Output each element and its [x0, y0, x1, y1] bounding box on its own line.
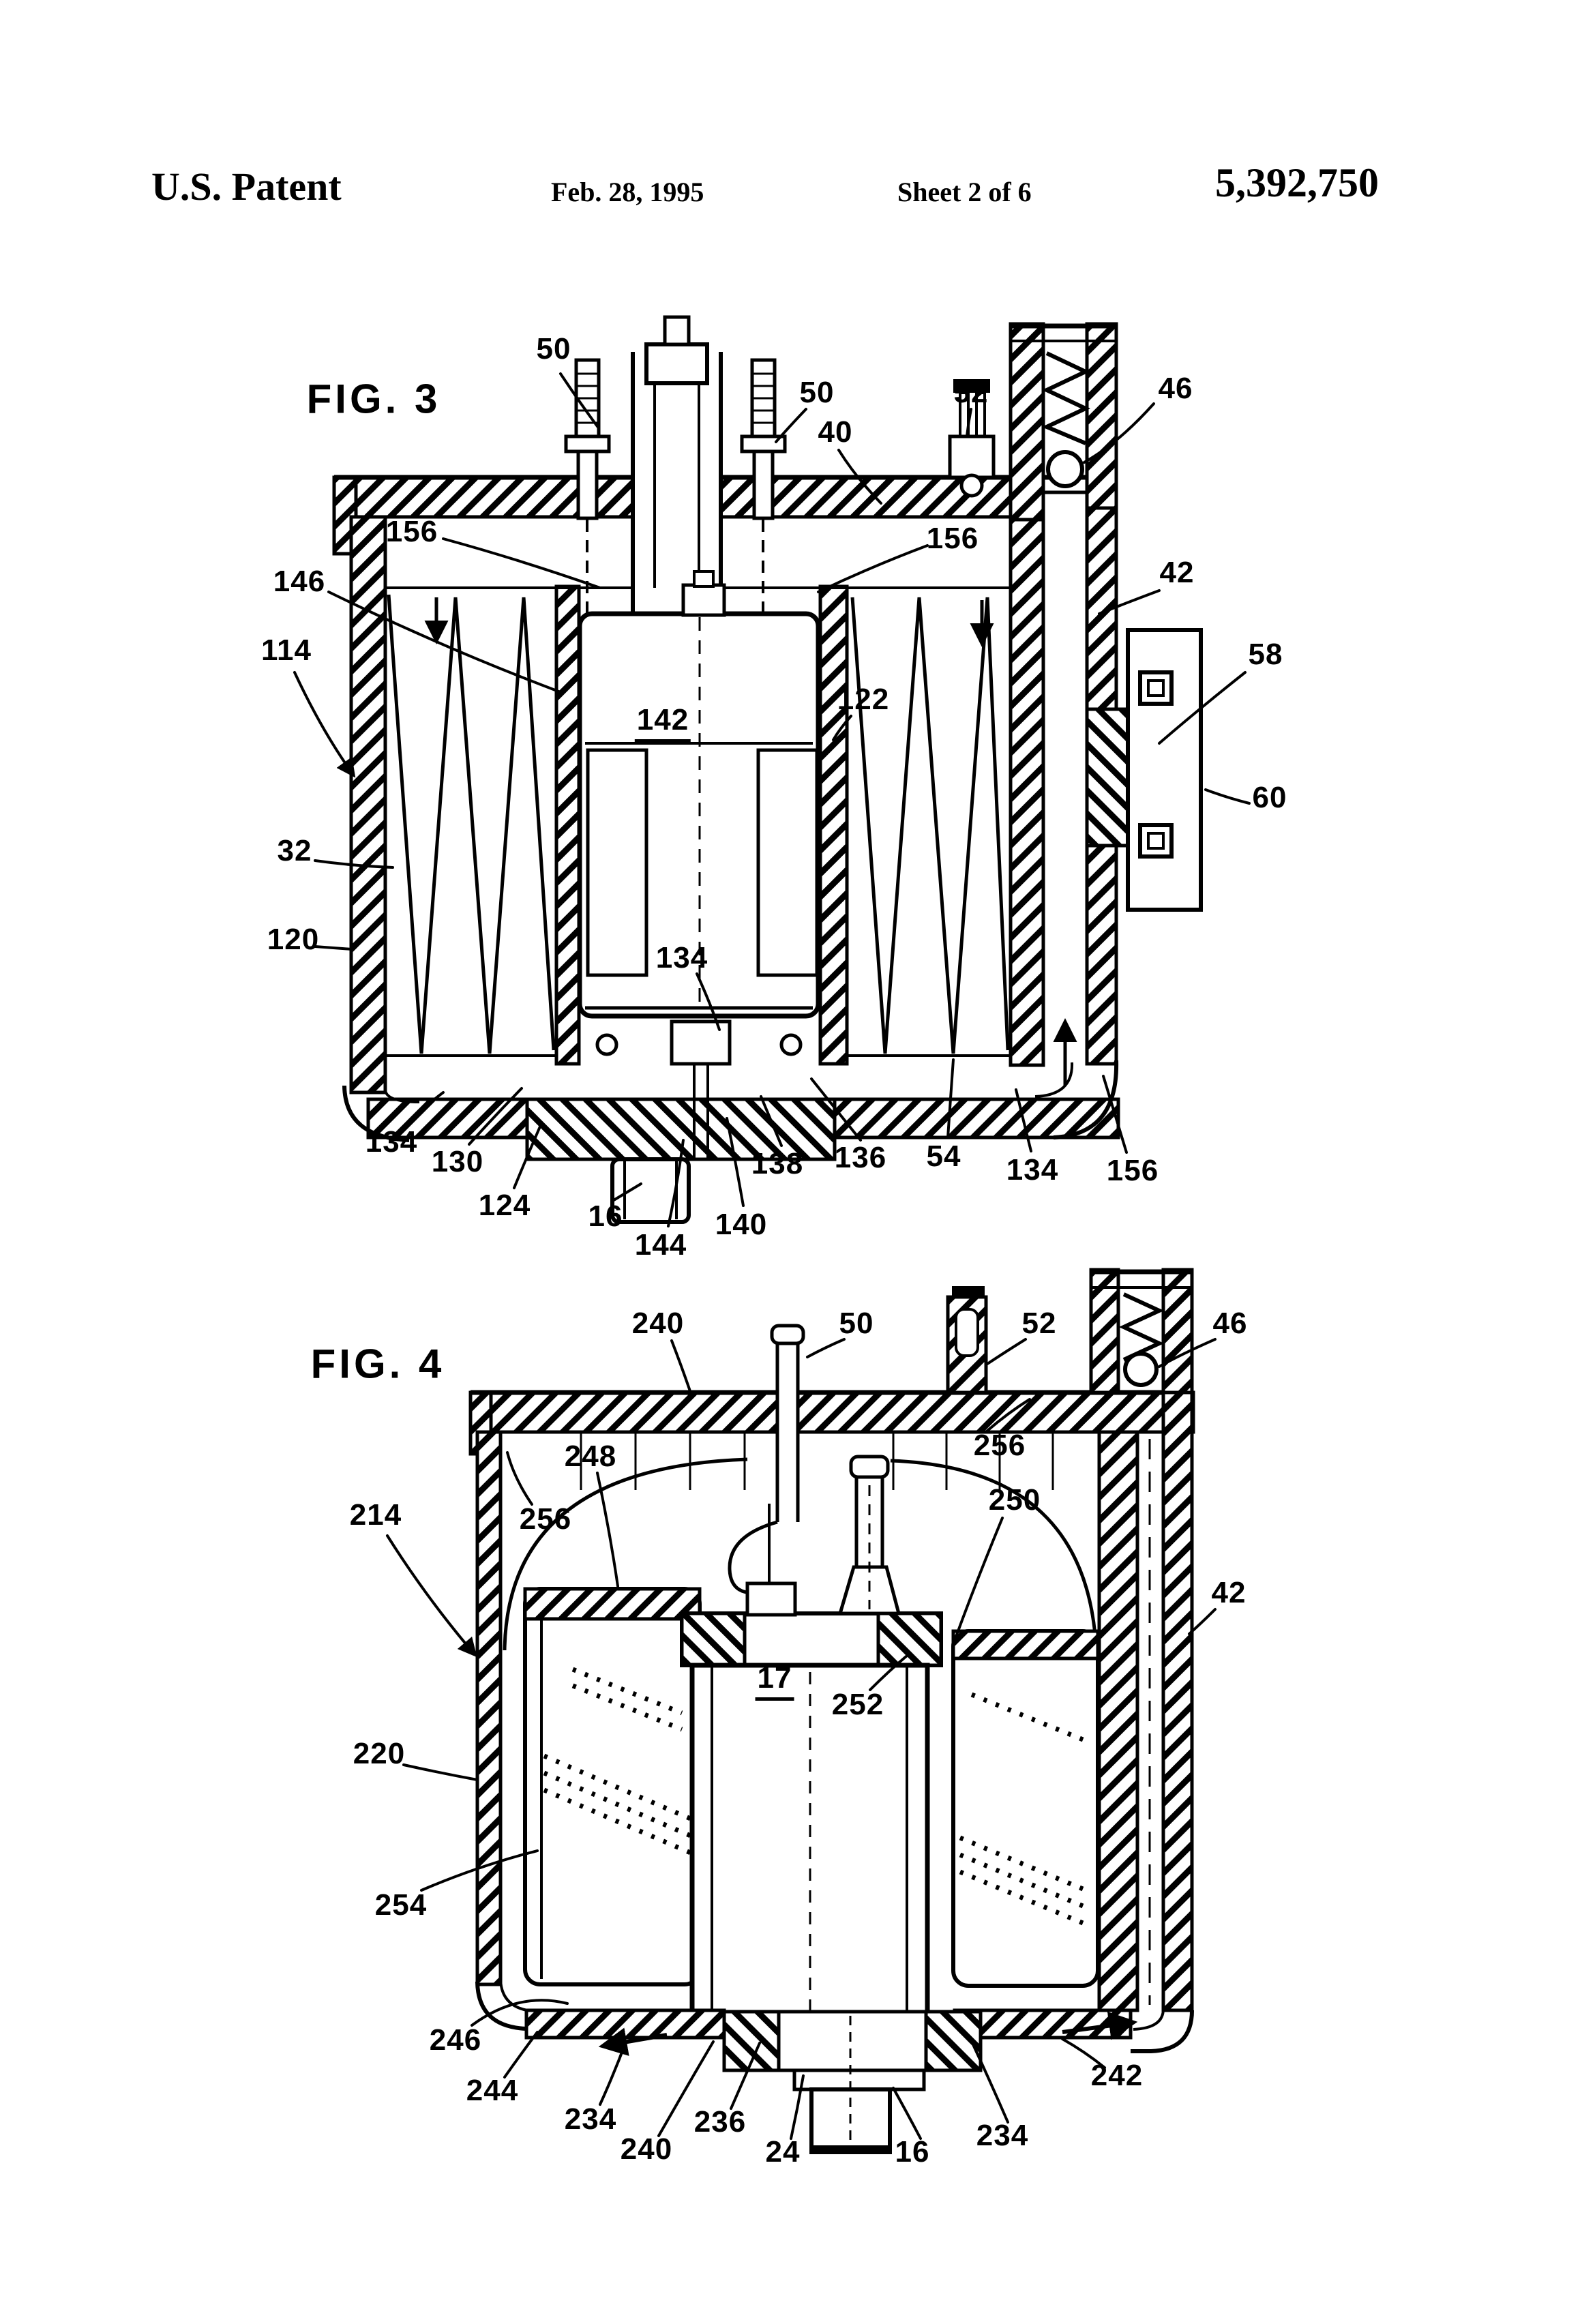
fig4-drawing — [386, 1268, 1217, 2154]
ref-label: 256 — [519, 1502, 572, 1536]
ref-label: 58 — [1248, 638, 1283, 671]
ref-label: 54 — [926, 1139, 961, 1173]
check-valve-spring — [1041, 351, 1091, 445]
ref-label: 16 — [895, 2135, 930, 2169]
electrical-connector-bracket — [1085, 628, 1203, 912]
check-valve-ball — [1046, 450, 1084, 488]
ref-label: 242 — [1090, 2059, 1144, 2092]
ref-label: 50 — [799, 376, 835, 409]
ref-label: 52 — [953, 376, 989, 409]
ref-label: 246 — [429, 2023, 482, 2057]
fig4-title: FIG. 4 — [310, 1341, 445, 1387]
fig3-title: FIG. 3 — [306, 376, 441, 422]
ref-label: 214 — [349, 1498, 402, 1532]
pump-outlet-valve — [745, 1455, 901, 1617]
pump-motor — [577, 570, 821, 1019]
ref-label: 240 — [631, 1307, 685, 1340]
vent-connector — [948, 379, 996, 498]
ref-label: 114 — [261, 634, 312, 667]
ref-label: 42 — [1159, 556, 1195, 589]
ref-label: 122 — [837, 683, 890, 716]
patent-header-date: Feb. 28, 1995 — [551, 177, 704, 207]
ref-label: 256 — [973, 1429, 1026, 1462]
terminal-stud — [740, 358, 787, 646]
ref-label: 16 — [588, 1200, 623, 1233]
ref-label: 248 — [564, 1440, 617, 1473]
ref-label: 40 — [818, 415, 853, 449]
ref-label: 142 — [634, 703, 691, 743]
ref-label: 52 — [1021, 1307, 1057, 1340]
reservoir-cup-right — [951, 1629, 1100, 1988]
guide-pin — [728, 1324, 805, 1595]
outlet-fitting — [610, 1157, 691, 1224]
fig3-drawing — [293, 315, 1251, 1227]
flow-arrow-icon — [1062, 2011, 1138, 2040]
ref-label: 42 — [1211, 1576, 1247, 1609]
terminal-stud — [564, 358, 611, 646]
ref-label: 32 — [277, 834, 312, 867]
ref-label: 252 — [831, 1688, 884, 1721]
ref-label: 50 — [839, 1307, 874, 1340]
ref-label: 24 — [765, 2135, 801, 2169]
ref-label: 46 — [1212, 1307, 1248, 1340]
ref-label: 60 — [1252, 781, 1287, 814]
patent-header-number: 5,392,750 — [1215, 160, 1379, 205]
ref-label: 136 — [834, 1141, 887, 1174]
ref-label: 240 — [620, 2132, 673, 2166]
check-valve-spring — [1118, 1292, 1165, 1362]
patent-header-sheet: Sheet 2 of 6 — [897, 177, 1032, 207]
ref-label: 234 — [564, 2102, 617, 2136]
ref-label: 120 — [267, 923, 320, 956]
filter-pleats-right — [850, 597, 1010, 1054]
ref-label: 46 — [1158, 372, 1193, 405]
ref-label: 146 — [273, 565, 326, 598]
check-valve-ball — [1123, 1352, 1159, 1387]
ref-label: 156 — [1106, 1154, 1159, 1187]
ref-label: 124 — [478, 1189, 531, 1222]
patent-header-title: U.S. Patent — [151, 164, 342, 209]
ref-label: 156 — [385, 515, 438, 548]
ref-label: 17 — [755, 1661, 794, 1701]
ref-label: 144 — [634, 1228, 687, 1262]
ref-label: 236 — [693, 2105, 747, 2139]
ref-label: 138 — [751, 1147, 804, 1180]
vent-connector — [946, 1286, 988, 1395]
ref-label: 130 — [431, 1145, 484, 1178]
ref-label: 234 — [976, 2119, 1029, 2152]
ref-label: 220 — [353, 1737, 406, 1770]
ref-label: 50 — [536, 332, 571, 366]
flow-arrow-icon — [598, 2027, 668, 2056]
ref-label: 250 — [988, 1483, 1041, 1517]
ref-label: 134 — [655, 941, 708, 974]
reservoir-cup-left — [523, 1587, 702, 1986]
ref-label: 140 — [715, 1208, 768, 1241]
ref-label: 134 — [365, 1125, 418, 1159]
ref-label: 156 — [926, 522, 979, 555]
ref-label: 254 — [374, 1888, 428, 1922]
filter-pleats-left — [387, 594, 556, 1054]
ref-label: 244 — [466, 2074, 519, 2107]
fuel-pump — [680, 1611, 943, 2018]
ref-label: 134 — [1006, 1153, 1059, 1187]
